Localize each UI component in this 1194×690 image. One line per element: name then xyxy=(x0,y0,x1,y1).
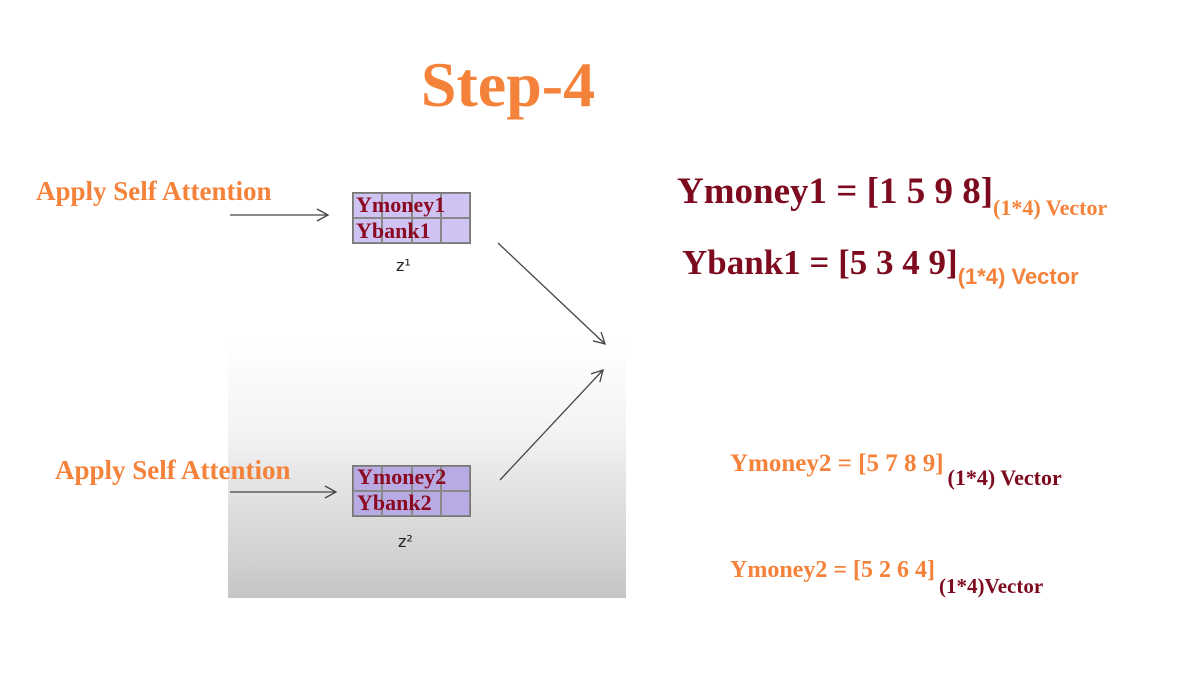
ybank1-lhs: Ybank1 = xyxy=(682,243,839,282)
ymoney1-subscript: (1*4) Vector xyxy=(993,195,1108,220)
matrix-z1 xyxy=(352,192,471,244)
matrix-z2 xyxy=(352,465,471,517)
ybank1-subscript: (1*4) Vector xyxy=(957,264,1079,289)
equation-ymoney2-a: Ymoney2 = [5 7 8 9](1*4) Vector xyxy=(730,450,1062,490)
matrix-z1-row1: Ymoney1 xyxy=(356,192,446,217)
matrix-z1-caption: z¹ xyxy=(396,256,411,275)
equation-ymoney2-b: Ymoney2 = [5 2 6 4](1*4)Vector xyxy=(730,557,1043,598)
apply-self-attention-label-1: Apply Self Attention xyxy=(36,176,272,206)
matrix-z1-row2: Ybank1 xyxy=(356,218,431,243)
arrow-z1-out xyxy=(497,242,606,345)
apply-self-attention-label-2: Apply Self Attention xyxy=(55,455,291,485)
ybank1-value: [5 3 4 9] xyxy=(838,243,958,282)
ymoney2-a-subscript: (1*4) Vector xyxy=(947,465,1062,490)
ymoney2-a-text: Ymoney2 = [5 7 8 9] xyxy=(730,450,944,477)
equation-ybank1: Ybank1 = [5 3 4 9](1*4) Vector xyxy=(682,243,1079,289)
matrix-z2-row2: Ybank2 xyxy=(357,490,432,515)
equation-ymoney1: Ymoney1 = [1 5 9 8](1*4) Vector xyxy=(677,170,1107,220)
ymoney1-value: [1 5 9 8] xyxy=(866,171,994,212)
matrix-z2-caption: z² xyxy=(398,532,413,551)
ymoney2-b-text: Ymoney2 = [5 2 6 4] xyxy=(730,557,935,583)
ymoney1-lhs: Ymoney1 = xyxy=(677,171,867,212)
slide-title: Step-4 xyxy=(420,49,596,120)
arrow-z2-out xyxy=(499,369,604,481)
matrix-z2-row1: Ymoney2 xyxy=(357,464,447,489)
ymoney2-b-subscript: (1*4)Vector xyxy=(938,574,1044,598)
